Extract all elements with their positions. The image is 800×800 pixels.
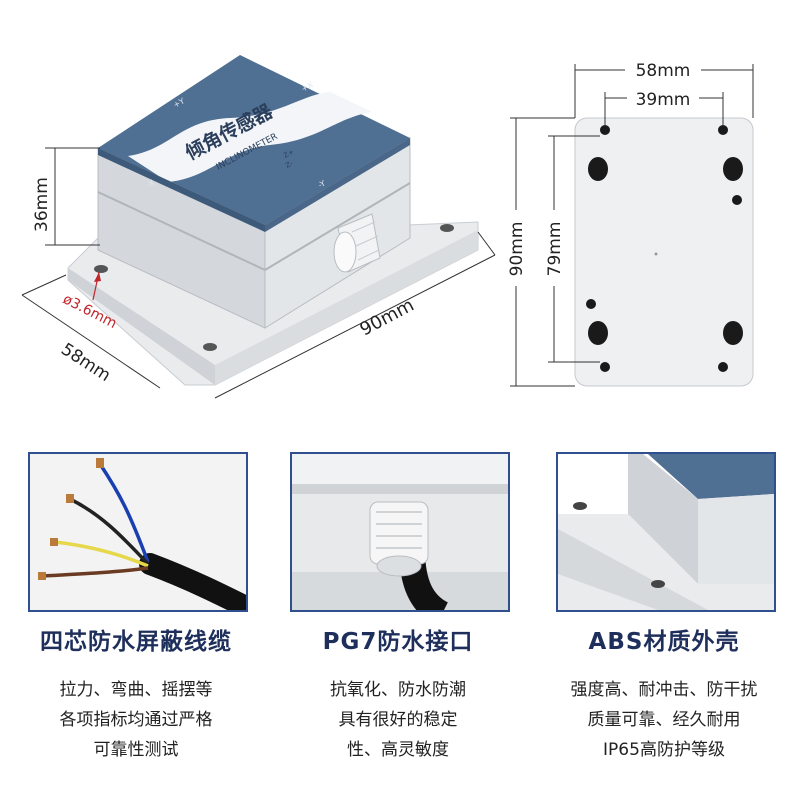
feature-desc-line: 拉力、弯曲、摇摆等 [59, 680, 213, 700]
dim-top-width-outer: 58mm [636, 61, 691, 81]
mount-hole-front [203, 343, 217, 351]
feature-desc-cable: 拉力、弯曲、摇摆等 各项指标均通过严格 可靠性测试 [6, 675, 266, 765]
corner-hole-tl [600, 125, 610, 135]
feature-desc-line: 可靠性测试 [93, 740, 179, 760]
feature-desc-line: 质量可靠、经久耐用 [587, 710, 741, 730]
dim-top-length-inner: 79mm [545, 222, 565, 277]
feature-desc-line: 具有很好的稳定 [338, 710, 458, 730]
feature-title-housing: ABS材质外壳 [588, 629, 740, 655]
axis-mark-z-minus: Z- [284, 159, 295, 170]
mount-hole-right [440, 224, 454, 232]
cable-gland-icon [333, 213, 381, 273]
four-core-cable-icon [38, 458, 246, 610]
screw-hole-2 [723, 157, 743, 181]
corner-hole-bl [600, 362, 610, 372]
feature-image-cable [28, 452, 248, 612]
feature-desc-housing: 强度高、耐冲击、防干扰 质量可靠、经久耐用 IP65高防护等级 [534, 675, 794, 765]
top-view-plate [574, 117, 754, 387]
feature-desc-line: 强度高、耐冲击、防干扰 [570, 680, 758, 700]
feature-desc-line: 各项指标均通过严格 [59, 710, 213, 730]
screw-hole-1 [588, 157, 608, 181]
dim-top-length-outer: 90mm [507, 222, 527, 277]
device-3d-illustration: 倾角传感器 INCLINOMETER +Y -X +X -Y Z+ Z- 36m… [21, 55, 496, 399]
feature-desc-line: IP65高防护等级 [603, 740, 725, 760]
abs-housing-icon [558, 454, 774, 610]
screw-hole-3 [588, 321, 608, 345]
feature-title-cable: 四芯防水屏蔽线缆 [40, 629, 232, 655]
mount-hole-left [94, 265, 108, 273]
feature-image-housing [556, 452, 776, 612]
feature-title-gland: PG7防水接口 [322, 629, 474, 655]
top-view-drawing: 58mm 39mm 90mm 79mm [504, 57, 754, 387]
pg7-gland-icon [292, 454, 508, 610]
axis-mark-minus-y: -Y [317, 179, 327, 190]
feature-desc-line: 性、高灵敏度 [347, 740, 449, 760]
small-hole-2 [586, 299, 596, 309]
axis-mark-minus-x: -X [145, 178, 157, 190]
feature-desc-gland: 抗氧化、防水防潮 具有很好的稳定 性、高灵敏度 [268, 675, 528, 765]
dim-width-label: 58mm [57, 339, 114, 386]
corner-hole-br [718, 362, 728, 372]
corner-hole-tr [718, 125, 728, 135]
feature-image-gland [290, 452, 510, 612]
dim-height-label: 36mm [32, 177, 52, 232]
screw-hole-4 [723, 321, 743, 345]
feature-desc-line: 抗氧化、防水防潮 [330, 680, 466, 700]
dim-top-width-inner: 39mm [636, 90, 691, 110]
small-hole-1 [732, 195, 742, 205]
